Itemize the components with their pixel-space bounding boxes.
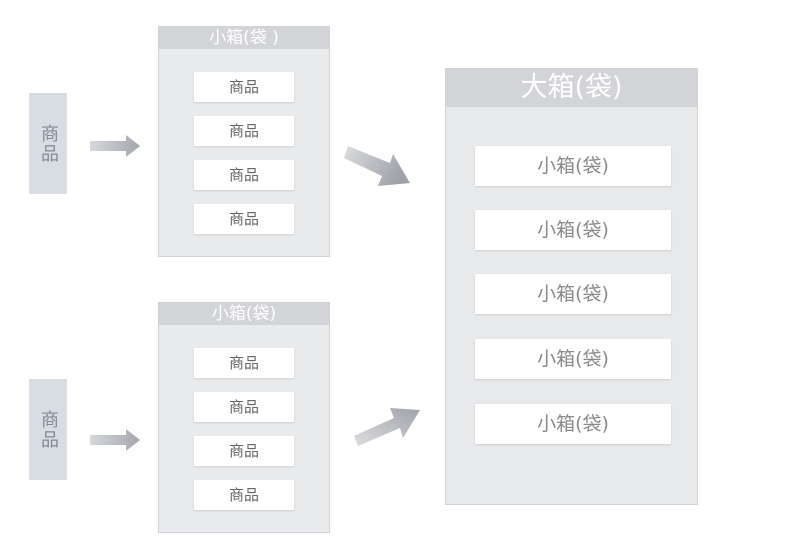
product-tag-top: 商品 bbox=[29, 93, 67, 194]
arrow-up-right-icon bbox=[354, 408, 420, 446]
small-box-title: 小箱(袋 ) bbox=[159, 27, 329, 49]
small-box-item: 小箱(袋) bbox=[475, 339, 671, 379]
arrow-right-icon bbox=[90, 135, 140, 157]
small-box-item: 小箱(袋) bbox=[475, 274, 671, 314]
product-item: 商品 bbox=[194, 204, 294, 234]
product-item: 商品 bbox=[194, 348, 294, 378]
small-box-bottom: 小箱(袋) 商品 商品 商品 商品 bbox=[158, 302, 330, 533]
product-item: 商品 bbox=[194, 160, 294, 190]
small-box-top: 小箱(袋 ) 商品 商品 商品 商品 bbox=[158, 26, 330, 257]
product-item: 商品 bbox=[194, 480, 294, 510]
product-item: 商品 bbox=[194, 72, 294, 102]
small-box-item: 小箱(袋) bbox=[475, 146, 671, 186]
small-box-item: 小箱(袋) bbox=[475, 210, 671, 250]
small-box-item: 小箱(袋) bbox=[475, 404, 671, 444]
small-box-title: 小箱(袋) bbox=[159, 303, 329, 325]
big-box-title: 大箱(袋) bbox=[446, 69, 697, 107]
product-item: 商品 bbox=[194, 116, 294, 146]
arrow-right-icon bbox=[90, 429, 140, 451]
product-item: 商品 bbox=[194, 436, 294, 466]
product-item: 商品 bbox=[194, 392, 294, 422]
arrow-down-right-icon bbox=[344, 146, 410, 186]
big-box: 大箱(袋) 小箱(袋) 小箱(袋) 小箱(袋) 小箱(袋) 小箱(袋) bbox=[445, 68, 698, 505]
product-tag-bottom: 商品 bbox=[29, 379, 67, 480]
